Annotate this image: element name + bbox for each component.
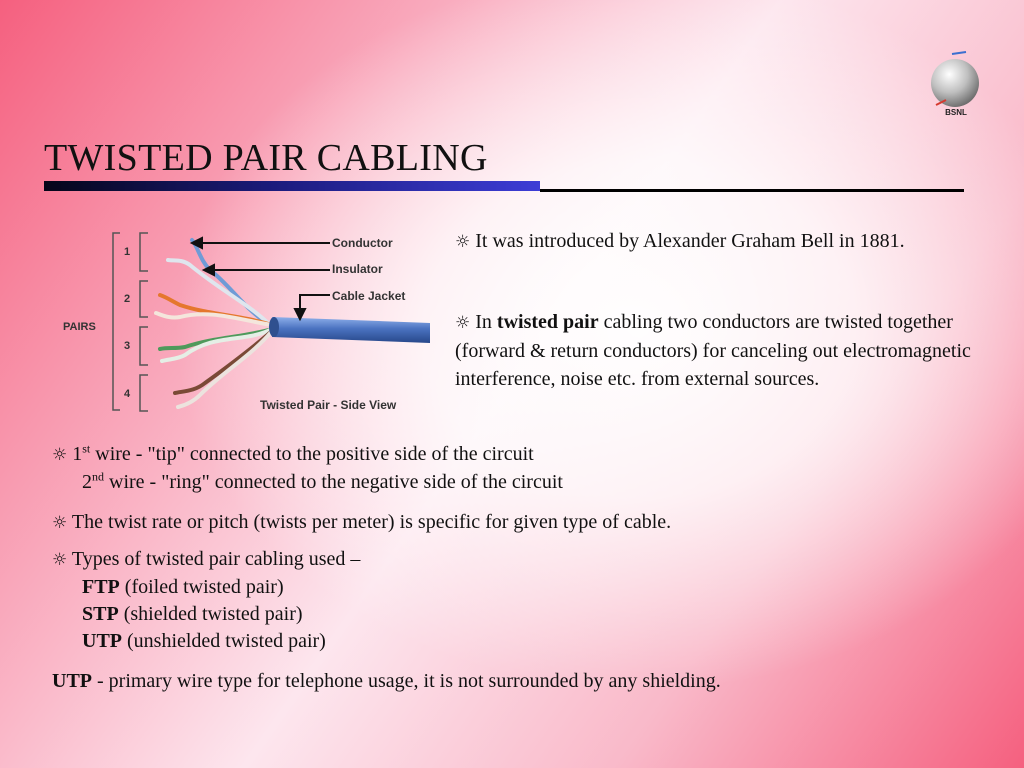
pair-number-3: 3	[124, 340, 130, 352]
type-stp-text: (shielded twisted pair)	[123, 603, 303, 625]
types-lead: Types of twisted pair cabling used –	[71, 548, 361, 570]
label-cable-jacket: Cable Jacket	[332, 289, 405, 303]
para-twisted-pair: ☼ In twisted pair cabling two conductors…	[455, 308, 990, 393]
cable-jacket-end	[269, 317, 279, 337]
wire-pair-2	[154, 293, 274, 327]
sun-icon: ☼	[455, 313, 471, 333]
wire-pair-3	[158, 327, 274, 363]
type-stp-abbr: STP	[82, 603, 119, 625]
wire1-text: wire - "tip" connected to the positive s…	[95, 443, 534, 465]
pair-number-4: 4	[124, 388, 131, 400]
label-arrows	[189, 236, 330, 322]
bsnl-logo: BSNL	[924, 50, 992, 122]
label-insulator: Insulator	[332, 262, 383, 276]
type-utp-abbr: UTP	[82, 630, 122, 652]
sun-icon: ☼	[52, 445, 68, 465]
sun-icon: ☼	[52, 513, 68, 533]
tp-bold: twisted pair	[496, 311, 599, 333]
pairs-bracket	[112, 232, 120, 411]
utp-abbr: UTP	[52, 670, 92, 692]
wire-pair-4	[173, 329, 274, 409]
label-conductor: Conductor	[332, 236, 393, 250]
diagram-caption: Twisted Pair - Side View	[260, 398, 397, 412]
tp-pre: In	[475, 311, 492, 333]
globe-icon	[931, 51, 979, 107]
wire2-sup: nd	[92, 469, 104, 484]
para-twist-rate: ☼ The twist rate or pitch (twists per me…	[52, 509, 992, 537]
page-title: TWISTED PAIR CABLING	[44, 137, 488, 179]
type-item-ftp: FTP (foiled twisted pair)	[52, 574, 992, 601]
sun-icon: ☼	[52, 550, 68, 570]
type-ftp-abbr: FTP	[82, 576, 120, 598]
pair-number-1: 1	[124, 246, 130, 258]
para-bell-text: It was introduced by Alexander Graham Be…	[475, 230, 905, 252]
tp-post: cabling two conductors are twisted toget…	[455, 311, 971, 390]
wire1-num: 1	[72, 443, 83, 465]
para-bell: ☼ It was introduced by Alexander Graham …	[455, 228, 995, 256]
title-underline-bar	[44, 181, 540, 191]
para-types: ☼ Types of twisted pair cabling used – F…	[52, 546, 992, 655]
pairs-label: PAIRS	[63, 321, 96, 333]
type-utp-text: (unshielded twisted pair)	[127, 630, 326, 652]
para-wires: ☼ 1st wire - "tip" connected to the posi…	[52, 441, 992, 496]
cable-jacket	[272, 317, 430, 343]
pair-number-2: 2	[124, 293, 130, 305]
type-item-stp: STP (shielded twisted pair)	[52, 601, 992, 628]
wire2-text: wire - "ring" connected to the negative …	[109, 471, 563, 493]
wire2-num: 2	[82, 471, 92, 493]
utp-text: - primary wire type for telephone usage,…	[97, 670, 721, 692]
wire1-sup: st	[82, 441, 91, 456]
twist-text: The twist rate or pitch (twists per mete…	[71, 511, 672, 533]
pair-brackets	[139, 232, 148, 412]
type-item-utp: UTP (unshielded twisted pair)	[52, 628, 992, 655]
twisted-pair-diagram: PAIRS 1 2 3 4 Conductor Insulator Cable …	[63, 232, 430, 412]
sun-icon: ☼	[455, 232, 471, 252]
logo-text: BSNL	[945, 108, 967, 117]
para-utp: UTP - primary wire type for telephone us…	[52, 668, 1012, 695]
type-ftp-text: (foiled twisted pair)	[124, 576, 284, 598]
title-underline-rule	[540, 189, 964, 192]
